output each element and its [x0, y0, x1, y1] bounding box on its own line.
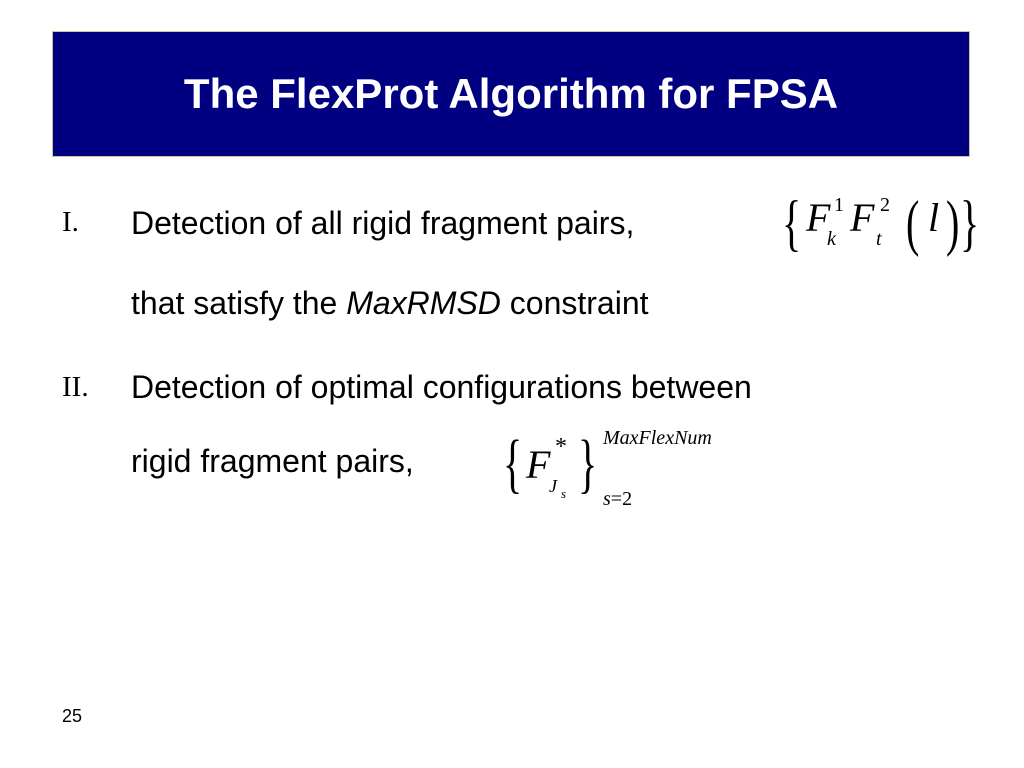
formula-1-sup1: 1: [834, 194, 844, 216]
formula-2-sup: *: [555, 434, 567, 460]
item-2-line-1: Detection of optimal configurations betw…: [131, 369, 752, 405]
formula-2-F: F: [526, 442, 551, 487]
item-1-line-2-pre: that satisfy the: [131, 285, 347, 321]
formula-2-lower-var: s: [603, 488, 611, 510]
formula-2-sub: J: [549, 476, 557, 496]
item-1-line-1: Detection of all rigid fragment pairs,: [131, 205, 635, 241]
formula-1-sup2: 2: [880, 194, 890, 216]
formula-1-left-brace: {: [782, 187, 802, 258]
formula-2-lower-eq: =: [610, 488, 623, 510]
slide-page-number: 25: [62, 706, 83, 726]
item-numeral-2: II.: [62, 371, 89, 403]
item-1-line-2-post: constraint: [500, 285, 649, 321]
formula-1-F1: F: [806, 195, 831, 240]
formula-2-left-brace: {: [503, 425, 523, 500]
formula-2-lower-limit: s=2: [603, 488, 632, 511]
item-1-line-2-em: MaxRMSD: [346, 285, 501, 321]
item-numeral-1: I.: [62, 206, 79, 238]
formula-2-lower-val: 2: [622, 488, 633, 510]
formula-1-left-paren: (: [906, 187, 920, 258]
formula-1-right-paren: ): [946, 187, 960, 258]
item-2-line-2: rigid fragment pairs,: [131, 443, 414, 479]
formula-1-right-brace: }: [960, 187, 980, 258]
formula-1-sub2: t: [876, 228, 882, 250]
formula-1-arg: l: [928, 195, 940, 240]
formula-1-sub1: k: [827, 228, 836, 250]
slide-title: The FlexProt Algorithm for FPSA: [183, 70, 839, 117]
formula-1-F2: F: [850, 195, 875, 240]
formula-2-subsub: s: [561, 486, 567, 501]
formula-2-right-brace: }: [578, 425, 598, 500]
item-1-line-2: that satisfy the MaxRMSD constraint: [131, 285, 649, 322]
title-banner: The FlexProt Algorithm for FPSA: [52, 31, 970, 157]
formula-2-upper-limit: MaxFlexNum: [603, 427, 712, 449]
